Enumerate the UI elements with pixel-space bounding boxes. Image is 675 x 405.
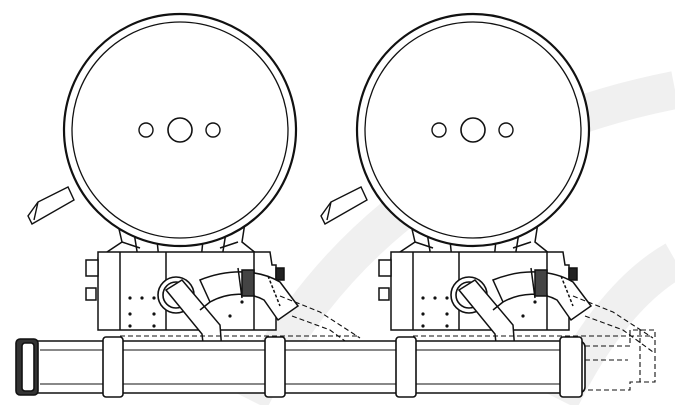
coupling-3 [395, 336, 417, 398]
header-pipe [15, 336, 586, 398]
coupling-4 [559, 336, 583, 398]
dashed-pipe-extension [585, 329, 656, 391]
coupling-2 [264, 336, 286, 398]
coupling-1 [102, 336, 124, 398]
